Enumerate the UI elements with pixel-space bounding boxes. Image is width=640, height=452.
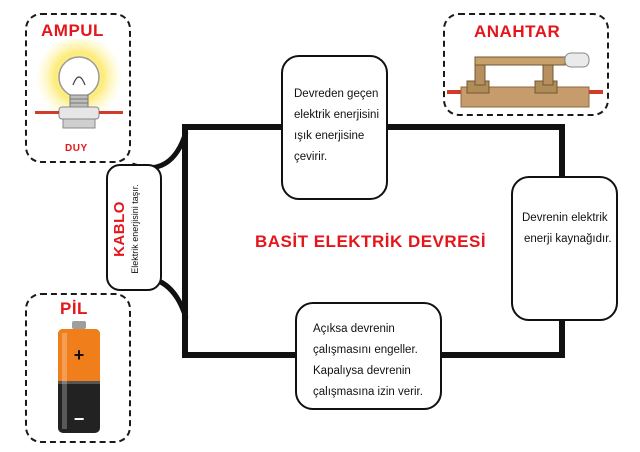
note-anahtar-line-4: çalışmasına izin verir. xyxy=(313,386,423,398)
ampul-card: AMPUL DUY xyxy=(25,13,131,163)
note-ampul-line-4: çevirir. xyxy=(294,151,328,163)
anahtar-title: ANAHTAR xyxy=(474,22,561,41)
note-pil-line-1: Devrenin elektrik xyxy=(522,212,608,224)
note-anahtar-line-3: Kapalıysa devrenin xyxy=(313,365,411,377)
battery-icon: + − xyxy=(58,321,100,433)
pil-title: PİL xyxy=(60,299,88,318)
note-anahtar-line-1: Açıksa devrenin xyxy=(313,323,395,335)
battery-plus-label: + xyxy=(74,345,85,365)
kablo-title: KABLO xyxy=(111,201,128,257)
diagram-title: BASİT ELEKTRİK DEVRESİ xyxy=(255,232,487,251)
duy-label: DUY xyxy=(65,143,88,154)
ampul-title: AMPUL xyxy=(41,21,104,40)
note-ampul-line-1: Devreden geçen xyxy=(294,88,379,100)
pil-card: PİL + − xyxy=(25,293,131,443)
note-ampul: Devreden geçen elektrik enerjisini ışık … xyxy=(281,55,388,200)
anahtar-card: ANAHTAR xyxy=(443,13,609,116)
kablo-description: Elektrik enerjisini taşır. xyxy=(130,184,140,274)
kablo-vertical-text: KABLO Elektrik enerjisini taşır. xyxy=(111,169,161,289)
kablo-card: KABLO Elektrik enerjisini taşır. xyxy=(106,164,162,291)
knife-switch-icon xyxy=(447,52,603,108)
note-ampul-line-3: ışık enerjisine xyxy=(294,130,365,142)
light-bulb-icon xyxy=(35,39,123,129)
note-pil-line-2: enerji kaynağıdır. xyxy=(524,233,612,245)
battery-minus-label: − xyxy=(74,409,85,429)
wire-to-bulb xyxy=(131,131,189,171)
note-ampul-line-2: elektrik enerjisini xyxy=(294,109,380,121)
note-anahtar: Açıksa devrenin çalışmasını engeller. Ka… xyxy=(295,302,442,410)
note-pil: Devrenin elektrik enerji kaynağıdır. xyxy=(511,176,618,321)
note-anahtar-line-2: çalışmasını engeller. xyxy=(313,344,418,356)
